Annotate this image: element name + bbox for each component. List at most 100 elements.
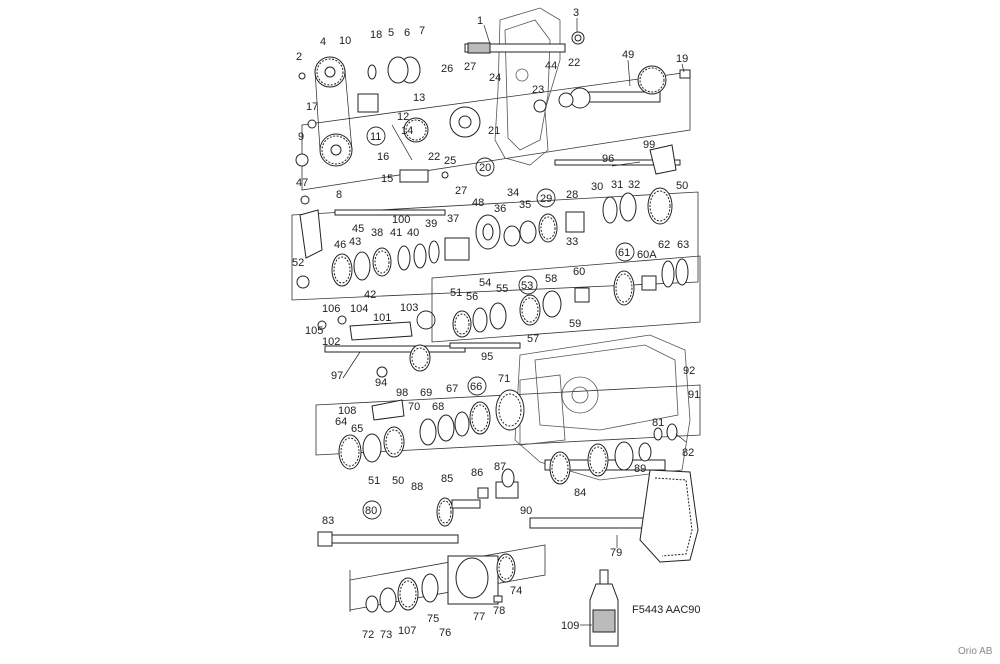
callout-label: 48 — [472, 197, 484, 209]
callout-label: 29 — [540, 193, 552, 205]
callout-label: 51 — [368, 475, 380, 487]
callout-label: 97 — [331, 370, 343, 382]
callout-label: 22 — [428, 151, 440, 163]
callout-label: 61 — [618, 247, 630, 259]
callout-label: 21 — [488, 125, 500, 137]
callout-label: 17 — [306, 101, 318, 113]
callout-label: 35 — [519, 199, 531, 211]
callout-label: 83 — [322, 515, 334, 527]
callout-label: 49 — [622, 49, 634, 61]
leader-lines — [342, 18, 687, 626]
callout-label: 67 — [446, 383, 458, 395]
callout-label: 106 — [322, 303, 340, 315]
callout-label: 16 — [377, 151, 389, 163]
callout-label: 11 — [370, 131, 381, 143]
fifth-gear-row — [452, 258, 689, 338]
callout-label: 25 — [444, 155, 456, 167]
callout-label: 24 — [489, 72, 501, 84]
callout-label: 103 — [400, 302, 418, 314]
callout-label: 73 — [380, 629, 392, 641]
callout-label: 58 — [545, 273, 557, 285]
callout-label: 77 — [473, 611, 485, 623]
callout-label: 5 — [388, 27, 394, 39]
callout-label: 59 — [569, 318, 581, 330]
callout-label: 57 — [527, 333, 539, 345]
callout-label: 37 — [447, 213, 459, 225]
reverse-shaft-group — [317, 315, 521, 378]
callout-label: 47 — [296, 177, 308, 189]
callout-label: 79 — [610, 547, 622, 559]
callout-label: 109 — [561, 620, 579, 632]
callout-label: 41 — [390, 227, 402, 239]
callout-label: 81 — [652, 417, 664, 429]
callout-label: 63 — [677, 239, 689, 251]
layshaft-and-pinion — [477, 423, 678, 499]
callout-label: 50 — [676, 180, 688, 192]
callout-label: 19 — [676, 53, 688, 65]
callout-label: 84 — [574, 487, 586, 499]
callout-label: 89 — [634, 463, 646, 475]
callout-label: 68 — [432, 401, 444, 413]
callout-label: 6 — [404, 27, 410, 39]
callout-label: 60 — [573, 266, 585, 278]
sealant-bottle — [589, 569, 619, 647]
callout-label: 51 — [450, 287, 462, 299]
callout-label: 43 — [349, 236, 361, 248]
callout-label: 80 — [365, 505, 377, 517]
callout-label: 13 — [413, 92, 425, 104]
callout-label: 33 — [566, 236, 578, 248]
callout-label: 32 — [628, 179, 640, 191]
callout-labels: 1 2 3 4 5 6 7 8 9 10 11 12 13 14 15 16 1… — [292, 7, 700, 641]
callout-label: 62 — [658, 239, 670, 251]
differential-assembly — [365, 553, 516, 613]
callout-label: 46 — [334, 239, 346, 251]
callout-label: 88 — [411, 481, 423, 493]
callout-label: 85 — [441, 473, 453, 485]
callout-label: 92 — [683, 365, 695, 377]
callout-label: 39 — [425, 218, 437, 230]
callout-label: 23 — [532, 84, 544, 96]
callout-label: 90 — [520, 505, 532, 517]
callout-label: 14 — [401, 125, 413, 137]
callout-label: 45 — [352, 223, 364, 235]
callout-label: 27 — [455, 185, 467, 197]
callout-label: 91 — [688, 389, 700, 401]
callout-label: 60A — [637, 249, 657, 261]
callout-label: 71 — [498, 373, 510, 385]
callout-label: 27 — [464, 61, 476, 73]
callout-label: 66 — [470, 381, 482, 393]
callout-label: 101 — [373, 312, 391, 324]
callout-label: 12 — [397, 111, 409, 123]
callout-label: 10 — [339, 35, 351, 47]
callout-label: 52 — [292, 257, 304, 269]
callout-label: 2 — [296, 51, 302, 63]
callout-label: 86 — [471, 467, 483, 479]
callout-label: 38 — [371, 227, 383, 239]
callout-label: 75 — [427, 613, 439, 625]
callout-label: 44 — [545, 60, 557, 72]
callout-label: 107 — [398, 625, 416, 637]
callout-label: 74 — [510, 585, 522, 597]
callout-label: 54 — [479, 277, 491, 289]
callout-label: 28 — [566, 189, 578, 201]
callout-label: 26 — [441, 63, 453, 75]
callout-label: 30 — [591, 181, 603, 193]
callout-label: 55 — [496, 283, 508, 295]
callout-label: 98 — [396, 387, 408, 399]
callout-label: 95 — [481, 351, 493, 363]
callout-label: 1 — [477, 15, 483, 27]
callout-label: 99 — [643, 139, 655, 151]
clutch-housing — [494, 7, 561, 166]
callout-label: 105 — [305, 325, 323, 337]
callout-label: 40 — [407, 227, 419, 239]
callout-label: 78 — [493, 605, 505, 617]
callout-label: 69 — [420, 387, 432, 399]
callout-label: 3 — [573, 7, 579, 19]
output-shaft-and-ring-gear — [317, 469, 699, 563]
callout-label: 70 — [408, 401, 420, 413]
callout-label: 76 — [439, 627, 451, 639]
callout-label: 82 — [682, 447, 694, 459]
callout-label: 20 — [479, 162, 491, 174]
callout-label: 15 — [381, 173, 393, 185]
